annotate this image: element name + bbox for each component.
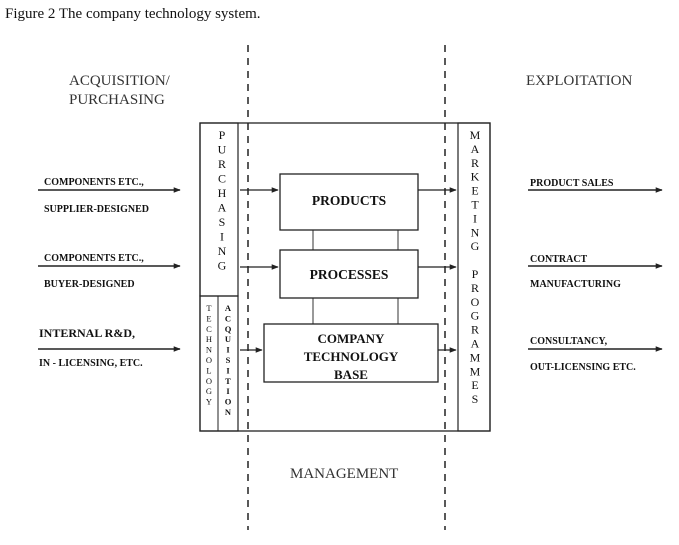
figure-caption: Figure 2 The company technology system.: [5, 6, 261, 22]
products-box: [279, 173, 419, 231]
vertical-label-letter: E: [206, 313, 211, 323]
vertical-label-letter: H: [218, 186, 227, 200]
vertical-label-letter: U: [225, 334, 231, 344]
acquisition-vertical-label: ACQUISITION: [225, 303, 232, 417]
vertical-label-letter: S: [472, 392, 479, 406]
vertical-label-letter: Q: [225, 324, 232, 334]
vertical-label-letter: U: [218, 143, 227, 157]
vertical-label-letter: O: [225, 397, 232, 407]
exploitation-heading: EXPLOITATION: [526, 73, 632, 89]
vertical-label-letter: M: [470, 350, 481, 364]
vertical-label-letter: T: [225, 376, 231, 386]
vertical-label-letter: I: [473, 211, 477, 225]
output-label-manufacturing: MANUFACTURING: [530, 279, 621, 290]
vertical-label-letter: A: [471, 142, 480, 156]
vertical-label-letter: I: [226, 345, 230, 355]
purchasing-vertical-label: PURCHASING: [218, 128, 227, 273]
vertical-label-letter: M: [470, 128, 481, 142]
marketing-programmes-column: [457, 122, 491, 432]
acquisition-heading-line2: PURCHASING: [69, 92, 165, 108]
vertical-label-letter: G: [471, 309, 480, 323]
vertical-label-letter: G: [471, 239, 480, 253]
vertical-label-letter: Y: [206, 397, 212, 407]
company-technology-base-box: [263, 323, 439, 383]
vertical-label-letter: G: [206, 386, 212, 396]
processes-box: [279, 249, 419, 299]
vertical-label-letter: P: [219, 128, 226, 142]
vertical-label-letter: I: [226, 386, 230, 396]
output-label-out-licensing: OUT-LICENSING ETC.: [530, 362, 636, 373]
output-label-contract: CONTRACT: [530, 254, 588, 265]
vertical-label-letter: N: [206, 345, 212, 355]
vertical-label-letter: O: [471, 295, 480, 309]
output-label-product-sales: PRODUCT SALES: [530, 178, 614, 189]
vertical-label-letter: I: [226, 365, 230, 375]
vertical-label-letter: C: [225, 313, 231, 323]
vertical-label-letter: R: [471, 156, 479, 170]
vertical-label-letter: A: [471, 337, 480, 351]
vertical-label-letter: I: [220, 230, 224, 244]
input-label-in-licensing: IN - LICENSING, ETC.: [39, 358, 143, 369]
vertical-label-letter: R: [218, 157, 226, 171]
vertical-label-letter: E: [471, 184, 478, 198]
vertical-label-letter: S: [226, 355, 231, 365]
vertical-label-letter: E: [471, 378, 478, 392]
technology-acquisition-column: [199, 295, 239, 432]
vertical-label-letter: A: [218, 201, 227, 215]
vertical-label-letter: N: [225, 407, 232, 417]
input-label-components-1: COMPONENTS ETC.,: [44, 177, 144, 188]
input-label-buyer-designed: BUYER-DESIGNED: [44, 279, 135, 290]
vertical-label-letter: R: [471, 323, 479, 337]
vertical-label-letter: L: [206, 365, 211, 375]
vertical-label-letter: H: [206, 334, 212, 344]
technology-vertical-label: TECHNOLOGY: [206, 303, 212, 407]
base-label-line2: TECHNOLOGY: [304, 349, 399, 364]
vertical-label-letter: O: [206, 376, 212, 386]
base-label-line1: COMPANY: [318, 331, 386, 346]
vertical-label-letter: T: [471, 198, 479, 212]
vertical-label-letter: M: [470, 364, 481, 378]
input-label-internal-rd: INTERNAL R&D,: [39, 326, 135, 340]
vertical-label-letter: R: [471, 281, 479, 295]
management-heading: MANAGEMENT: [290, 466, 398, 482]
vertical-label-letter: G: [218, 259, 227, 273]
output-label-consultancy: CONSULTANCY,: [530, 336, 608, 347]
vertical-label-letter: P: [472, 267, 479, 281]
input-label-supplier-designed: SUPPLIER-DESIGNED: [44, 204, 149, 215]
base-label-line3: BASE: [334, 367, 368, 382]
input-label-components-2: COMPONENTS ETC.,: [44, 253, 144, 264]
products-label: PRODUCTS: [312, 193, 386, 208]
acquisition-heading-line1: ACQUISITION/: [69, 73, 171, 89]
vertical-label-letter: T: [206, 303, 212, 313]
vertical-label-letter: C: [218, 172, 226, 186]
vertical-label-letter: C: [206, 324, 212, 334]
processes-label: PROCESSES: [310, 267, 389, 282]
vertical-label-letter: K: [471, 170, 480, 184]
vertical-label-letter: O: [206, 355, 212, 365]
vertical-label-letter: N: [471, 225, 480, 239]
vertical-label-letter: S: [219, 215, 226, 229]
vertical-label-letter: A: [225, 303, 232, 313]
vertical-label-letter: N: [218, 244, 227, 258]
